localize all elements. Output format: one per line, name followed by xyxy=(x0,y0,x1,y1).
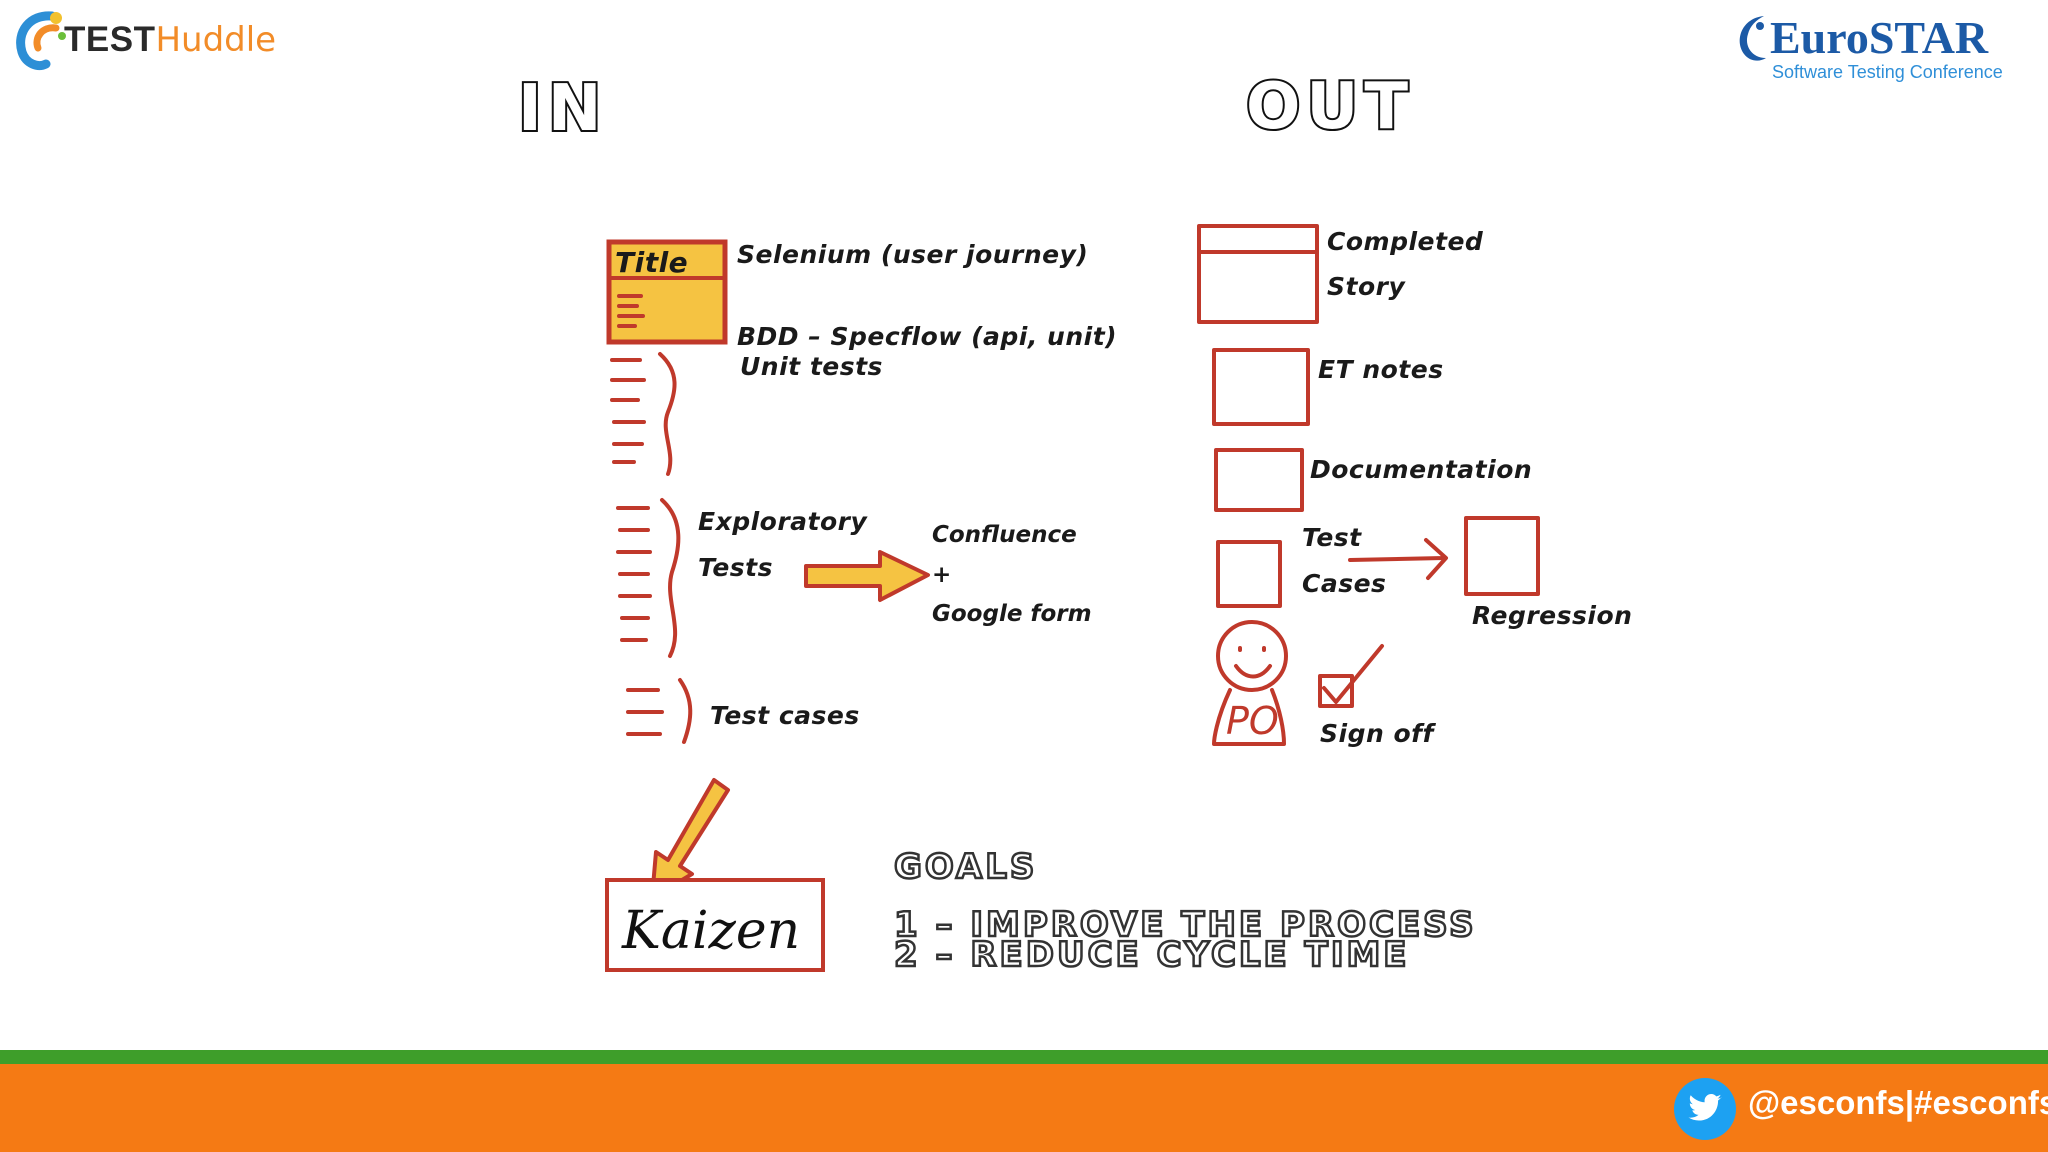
test-cases-box xyxy=(1216,540,1282,608)
label-unit-tests: Unit tests xyxy=(740,352,883,381)
goal-line-2: 2 – REDUCE CYCLE TIME xyxy=(894,935,1410,975)
label-exploratory: Exploratory xyxy=(698,507,868,536)
footer-bar xyxy=(0,1064,2048,1152)
testhuddle-logo: TEST Huddle xyxy=(12,8,276,72)
title-card: Title xyxy=(606,239,728,345)
heading-out: OUT xyxy=(1246,70,1414,144)
list-icon-3 xyxy=(626,678,693,744)
twitter-icon[interactable] xyxy=(1674,1078,1736,1140)
label-story: Story xyxy=(1327,272,1406,301)
eurostar-logo: EuroSTAR Software Testing Conference xyxy=(1730,10,2020,82)
diagram-canvas: .hand { font-family:"DejaVu Sans", sans-… xyxy=(516,68,1632,976)
label-po: PO xyxy=(1226,699,1279,743)
eurostar-brand-text: EuroSTAR xyxy=(1770,12,1989,63)
label-confluence: Confluence xyxy=(932,522,1077,548)
sign-off-checkbox-icon xyxy=(1318,644,1384,708)
arrow-to-regression-icon xyxy=(1348,538,1448,580)
list-icon-1 xyxy=(610,352,677,476)
label-selenium: Selenium (user journey) xyxy=(737,240,1088,269)
heading-in: IN xyxy=(518,72,607,146)
twitter-bird-icon xyxy=(1688,1094,1722,1121)
label-sign-off: Sign off xyxy=(1320,719,1437,748)
label-plus: + xyxy=(932,562,951,588)
label-google-form: Google form xyxy=(932,601,1092,627)
label-tests: Tests xyxy=(698,553,773,582)
label-test-cases: Test cases xyxy=(710,701,860,730)
label-et-notes: ET notes xyxy=(1318,355,1444,384)
social-handle[interactable]: @esconfs|#esconfs xyxy=(1748,1084,2048,1121)
documentation-box xyxy=(1214,448,1304,512)
et-notes-box xyxy=(1212,348,1310,426)
goals-heading: GOALS xyxy=(894,847,1037,887)
goal-line-1: 1 – IMPROVE THE PROCESS xyxy=(894,905,1477,945)
eurostar-subtitle: Software Testing Conference xyxy=(1772,62,2003,82)
label-regression: Regression xyxy=(1472,601,1632,630)
list-icon-2 xyxy=(616,498,681,658)
label-bdd: BDD – Specflow (api, unit) xyxy=(737,322,1117,351)
story-card xyxy=(1197,224,1319,324)
label-cases: Cases xyxy=(1302,569,1386,598)
regression-box xyxy=(1464,516,1540,596)
arrow-to-confluence-icon xyxy=(804,550,930,602)
logo-text-huddle: Huddle xyxy=(155,20,277,60)
label-documentation: Documentation xyxy=(1310,455,1532,484)
label-kaizen: Kaizen xyxy=(621,901,800,961)
label-completed: Completed xyxy=(1327,227,1484,256)
title-card-label: Title xyxy=(615,246,688,279)
kaizen-box xyxy=(605,878,825,972)
footer-green-stripe xyxy=(0,1050,2048,1064)
logo-text-test: TEST xyxy=(64,20,156,59)
testhuddle-swirl-icon xyxy=(16,11,66,70)
product-owner-icon xyxy=(1212,620,1288,746)
eurostar-crescent-icon xyxy=(1739,16,1766,61)
label-test: Test xyxy=(1302,523,1362,552)
